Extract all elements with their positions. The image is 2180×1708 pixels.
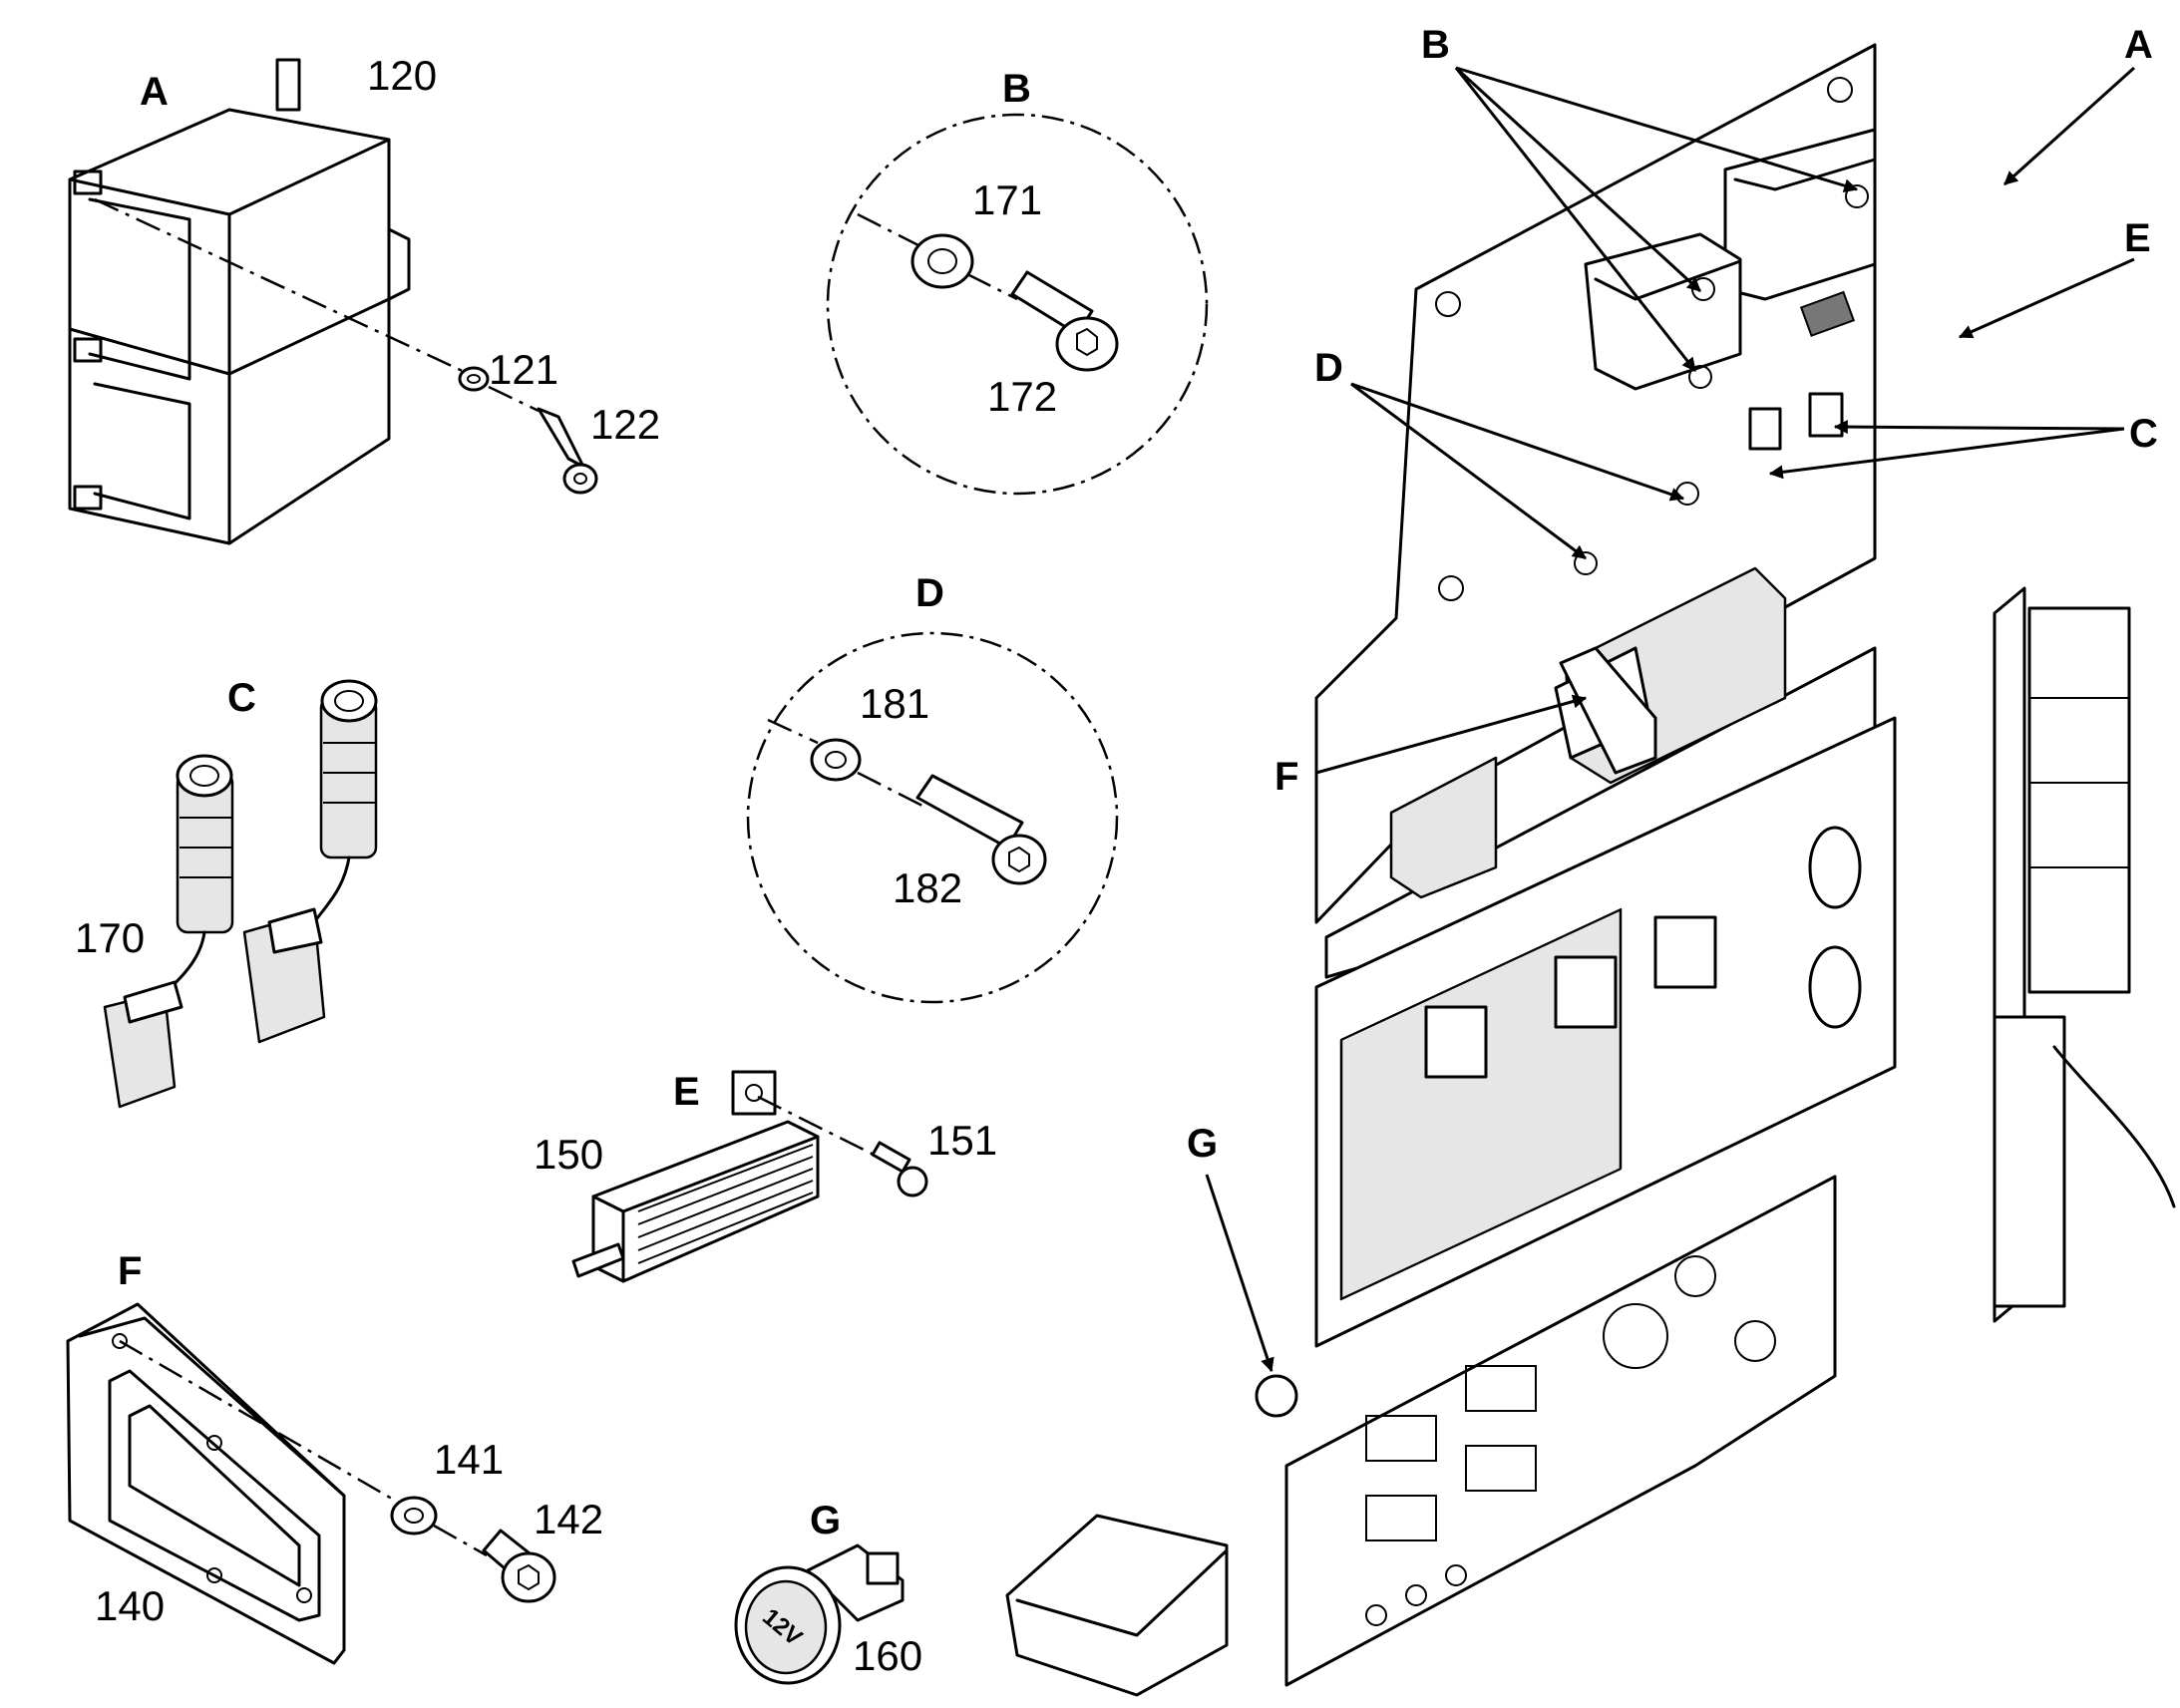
resistor-150 [571, 1070, 820, 1283]
screw-142 [482, 1529, 556, 1603]
mounting-plate-140 [66, 1302, 346, 1665]
label-A-detail: A [140, 70, 169, 114]
label-C-assembly: C [2129, 412, 2158, 456]
main-assembly [1005, 43, 2176, 1697]
label-172: 172 [987, 373, 1057, 420]
label-B-assembly: B [1421, 23, 1450, 67]
screw-122 [537, 407, 598, 495]
label-E-assembly: E [2124, 216, 2151, 260]
label-140: 140 [95, 1582, 165, 1629]
screw-151 [871, 1141, 928, 1197]
label-G-detail: G [810, 1499, 841, 1542]
label-G-assembly: G [1187, 1122, 1218, 1166]
label-182: 182 [893, 864, 962, 911]
label-120: 120 [367, 52, 437, 99]
label-C-detail: C [227, 676, 256, 720]
label-150: 150 [534, 1131, 603, 1178]
leader-120 [94, 197, 470, 376]
harness-170 [103, 679, 378, 1109]
detail-circle-B [826, 113, 1209, 496]
label-E-detail: E [673, 1070, 700, 1114]
label-F-detail: F [118, 1249, 142, 1293]
label-142: 142 [534, 1496, 603, 1542]
plate-F-installed [1559, 646, 1657, 775]
label-160: 160 [853, 1632, 922, 1679]
label-181: 181 [860, 680, 929, 727]
label-170: 170 [75, 914, 145, 961]
label-171: 171 [972, 176, 1042, 223]
label-A-assembly: A [2124, 23, 2153, 67]
label-D-assembly: D [1314, 346, 1343, 390]
power-socket-160: 12V [734, 1543, 905, 1685]
screw-172 [1010, 270, 1119, 372]
screw-182 [915, 774, 1047, 885]
washer-181 [810, 738, 862, 782]
relay-cover-120 [68, 58, 411, 545]
detail-circle-D [746, 631, 1119, 1004]
label-B-detail: B [1002, 67, 1031, 111]
label-151: 151 [927, 1117, 997, 1164]
washer-141 [390, 1496, 438, 1536]
label-141: 141 [434, 1436, 504, 1483]
label-F-assembly: F [1274, 755, 1298, 799]
washer-171 [910, 233, 974, 289]
washer-121 [458, 366, 490, 392]
label-D-detail: D [915, 571, 944, 615]
label-122: 122 [590, 401, 660, 448]
label-121: 121 [489, 346, 558, 393]
